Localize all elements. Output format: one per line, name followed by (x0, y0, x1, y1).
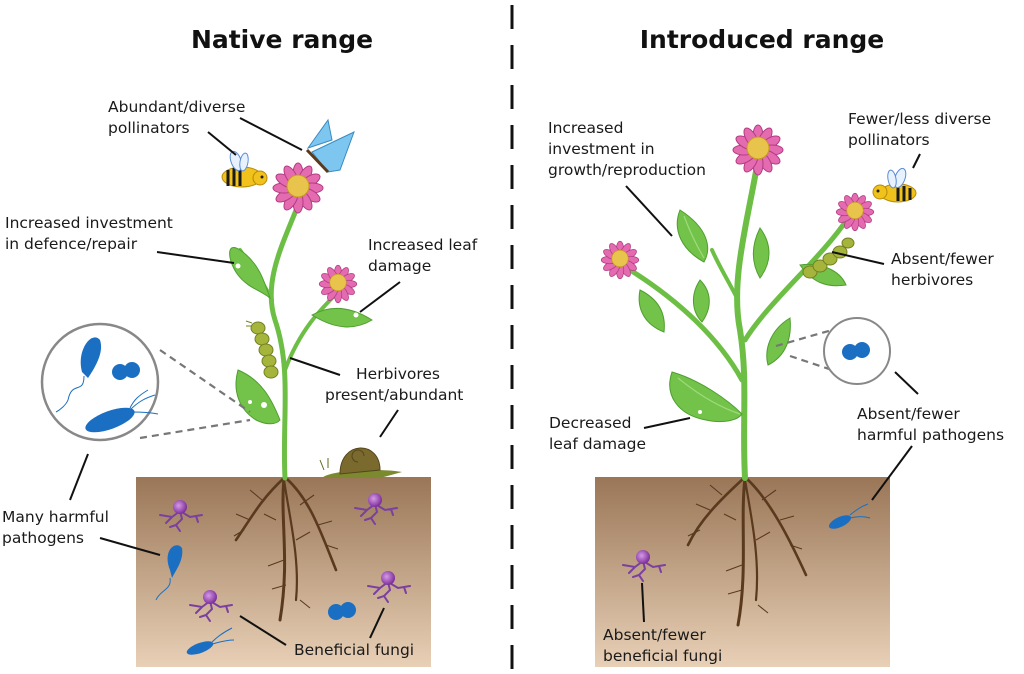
native-pathogens-label: Many harmful pathogens (2, 508, 114, 547)
caterpillar-icon (802, 237, 855, 279)
native-range-title: Native range (191, 25, 373, 54)
native-roots (233, 476, 339, 622)
damaged-leaf (311, 307, 373, 328)
bee-icon (872, 167, 917, 203)
introduced-leaf-damage-label: Decreased leaf damage (549, 414, 646, 453)
introduced-pathogens-label: Absent/fewer harmful pathogens (857, 405, 1004, 444)
leaf (693, 279, 710, 323)
damaged-leaf (229, 247, 272, 300)
leaf (766, 317, 791, 366)
damaged-leaf (235, 369, 281, 425)
native-pollinators-label: Abundant/diverse pollinators (108, 98, 250, 137)
introduced-roots (686, 476, 808, 627)
introduced-pollinators-label: Fewer/less diverse pollinators (848, 110, 996, 149)
flower (272, 162, 324, 214)
introduced-range-title: Introduced range (640, 25, 884, 54)
butterfly-icon (305, 118, 355, 174)
caterpillar-icon (245, 320, 279, 379)
flower (318, 264, 358, 304)
native-herbivores-label: Herbivores present/abundant (325, 365, 463, 404)
introduced-fungi-label: Absent/fewer beneficial fungi (603, 626, 722, 665)
leaf (638, 289, 665, 333)
bacterium-icon (828, 503, 871, 529)
native-leaf-damage-label: Increased leaf damage (368, 236, 482, 275)
introduced-plant (600, 124, 875, 481)
bee-icon (221, 150, 268, 188)
introduced-herbivores-label: Absent/fewer herbivores (891, 250, 999, 289)
introduced-range-panel: Introduced range (548, 25, 1004, 667)
introduced-growth-label: Increased investment in growth/reproduct… (548, 119, 706, 179)
bacterium-icon (186, 627, 235, 655)
leaf (669, 371, 743, 423)
native-defence-label: Increased investment in defence/repair (5, 214, 178, 253)
native-pathogen-magnifier (40, 322, 251, 442)
leaf (752, 227, 770, 279)
bacterium-icon (155, 545, 183, 601)
native-range-panel: Native range (2, 25, 482, 667)
introduced-pathogen-magnifier (775, 317, 891, 385)
snail-icon (319, 447, 402, 478)
native-fungi-label: Beneficial fungi (294, 641, 414, 659)
native-plant (229, 162, 373, 481)
flower (732, 124, 784, 176)
